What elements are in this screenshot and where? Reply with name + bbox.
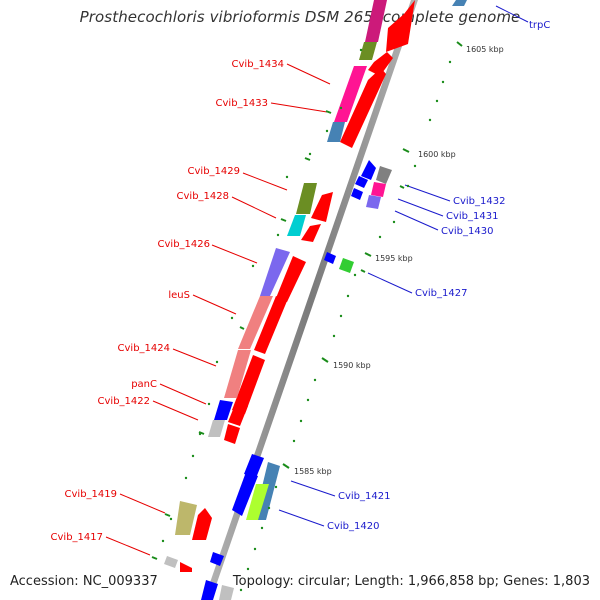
left-gene-labels: Cvib_1434 Cvib_1433 Cvib_1429 Cvib_1428 … (51, 59, 284, 543)
gene-feature (210, 552, 224, 566)
gene-feature (386, 0, 415, 52)
forward-strand-features (180, 0, 415, 572)
gene-label: Cvib_1431 (446, 211, 498, 222)
gene-label: Cvib_1422 (98, 396, 150, 407)
gene-label: Cvib_1427 (415, 288, 467, 299)
tick-label-1590: 1590 kbp (333, 361, 371, 370)
gene-label: Cvib_1426 (158, 239, 210, 250)
gene-feature (311, 192, 333, 222)
accession-text: Accession: NC_009337 (10, 574, 158, 589)
tick-label-1605: 1605 kbp (466, 45, 504, 54)
gene-feature (355, 176, 368, 188)
colored-features (164, 0, 467, 600)
gene-feature (287, 215, 306, 236)
gene-feature (361, 160, 376, 180)
gene-feature (359, 42, 377, 60)
gene-feature (365, 0, 387, 42)
gene-feature (340, 68, 386, 148)
right-gene-labels: trpC Cvib_1432 Cvib_1431 Cvib_1430 Cvib_… (327, 20, 550, 532)
gene-label: Cvib_1419 (65, 489, 117, 500)
gene-label: Cvib_1430 (441, 226, 493, 237)
gene-feature (254, 296, 287, 354)
gene-feature (260, 248, 290, 296)
gene-label: Cvib_1434 (232, 59, 284, 70)
gene-feature (180, 562, 192, 572)
feature-tick-marks (151, 110, 405, 560)
gene-feature (301, 224, 321, 242)
gene-label: Cvib_1433 (216, 98, 268, 109)
gene-feature (224, 350, 251, 398)
gene-feature (334, 66, 367, 122)
gene-feature (366, 195, 381, 209)
gene-feature (214, 400, 233, 420)
gene-feature (238, 296, 273, 349)
gene-label: Cvib_1421 (338, 491, 390, 502)
gene-feature (452, 0, 467, 6)
gene-label: Cvib_1420 (327, 521, 379, 532)
scale-ticks (282, 41, 463, 469)
gene-feature (276, 256, 306, 302)
gene-feature (246, 484, 269, 520)
gene-feature (327, 122, 345, 142)
gene-feature (232, 355, 265, 414)
gene-feature (164, 556, 178, 568)
gene-feature (324, 252, 336, 264)
gene-feature (208, 420, 225, 437)
tick-label-1585: 1585 kbp (294, 467, 332, 476)
gene-feature (296, 183, 317, 214)
gene-label: Cvib_1432 (453, 196, 505, 207)
tick-label-1595: 1595 kbp (375, 254, 413, 263)
minor-tick-dots (161, 48, 452, 592)
genome-backbone (204, 0, 418, 600)
gene-feature (368, 52, 393, 76)
gene-feature (244, 454, 264, 478)
gene-feature (228, 402, 248, 426)
gene-feature (376, 166, 392, 184)
gene-label: panC (131, 379, 157, 390)
gene-feature (192, 508, 212, 540)
gene-label: leuS (168, 290, 190, 301)
gene-feature (175, 501, 197, 535)
gene-label: Cvib_1429 (188, 166, 240, 177)
gene-feature (339, 258, 354, 273)
tick-labels: 1605 kbp 1600 kbp 1595 kbp 1590 kbp 1585… (294, 45, 504, 476)
left-label-connectors (105, 63, 331, 556)
gene-feature (224, 424, 240, 444)
gene-feature (219, 585, 234, 600)
gene-label: Cvib_1424 (118, 343, 170, 354)
right-label-connectors (278, 5, 529, 527)
topology-text: Topology: circular; Length: 1,966,858 bp… (232, 574, 590, 589)
gene-label: Cvib_1417 (51, 532, 103, 543)
gene-label: Cvib_1428 (177, 191, 229, 202)
gene-label: trpC (529, 20, 550, 31)
gene-feature (232, 472, 258, 516)
tick-label-1600: 1600 kbp (418, 150, 456, 159)
gene-feature (201, 580, 218, 600)
gene-feature (371, 182, 386, 197)
gene-feature (351, 188, 363, 200)
